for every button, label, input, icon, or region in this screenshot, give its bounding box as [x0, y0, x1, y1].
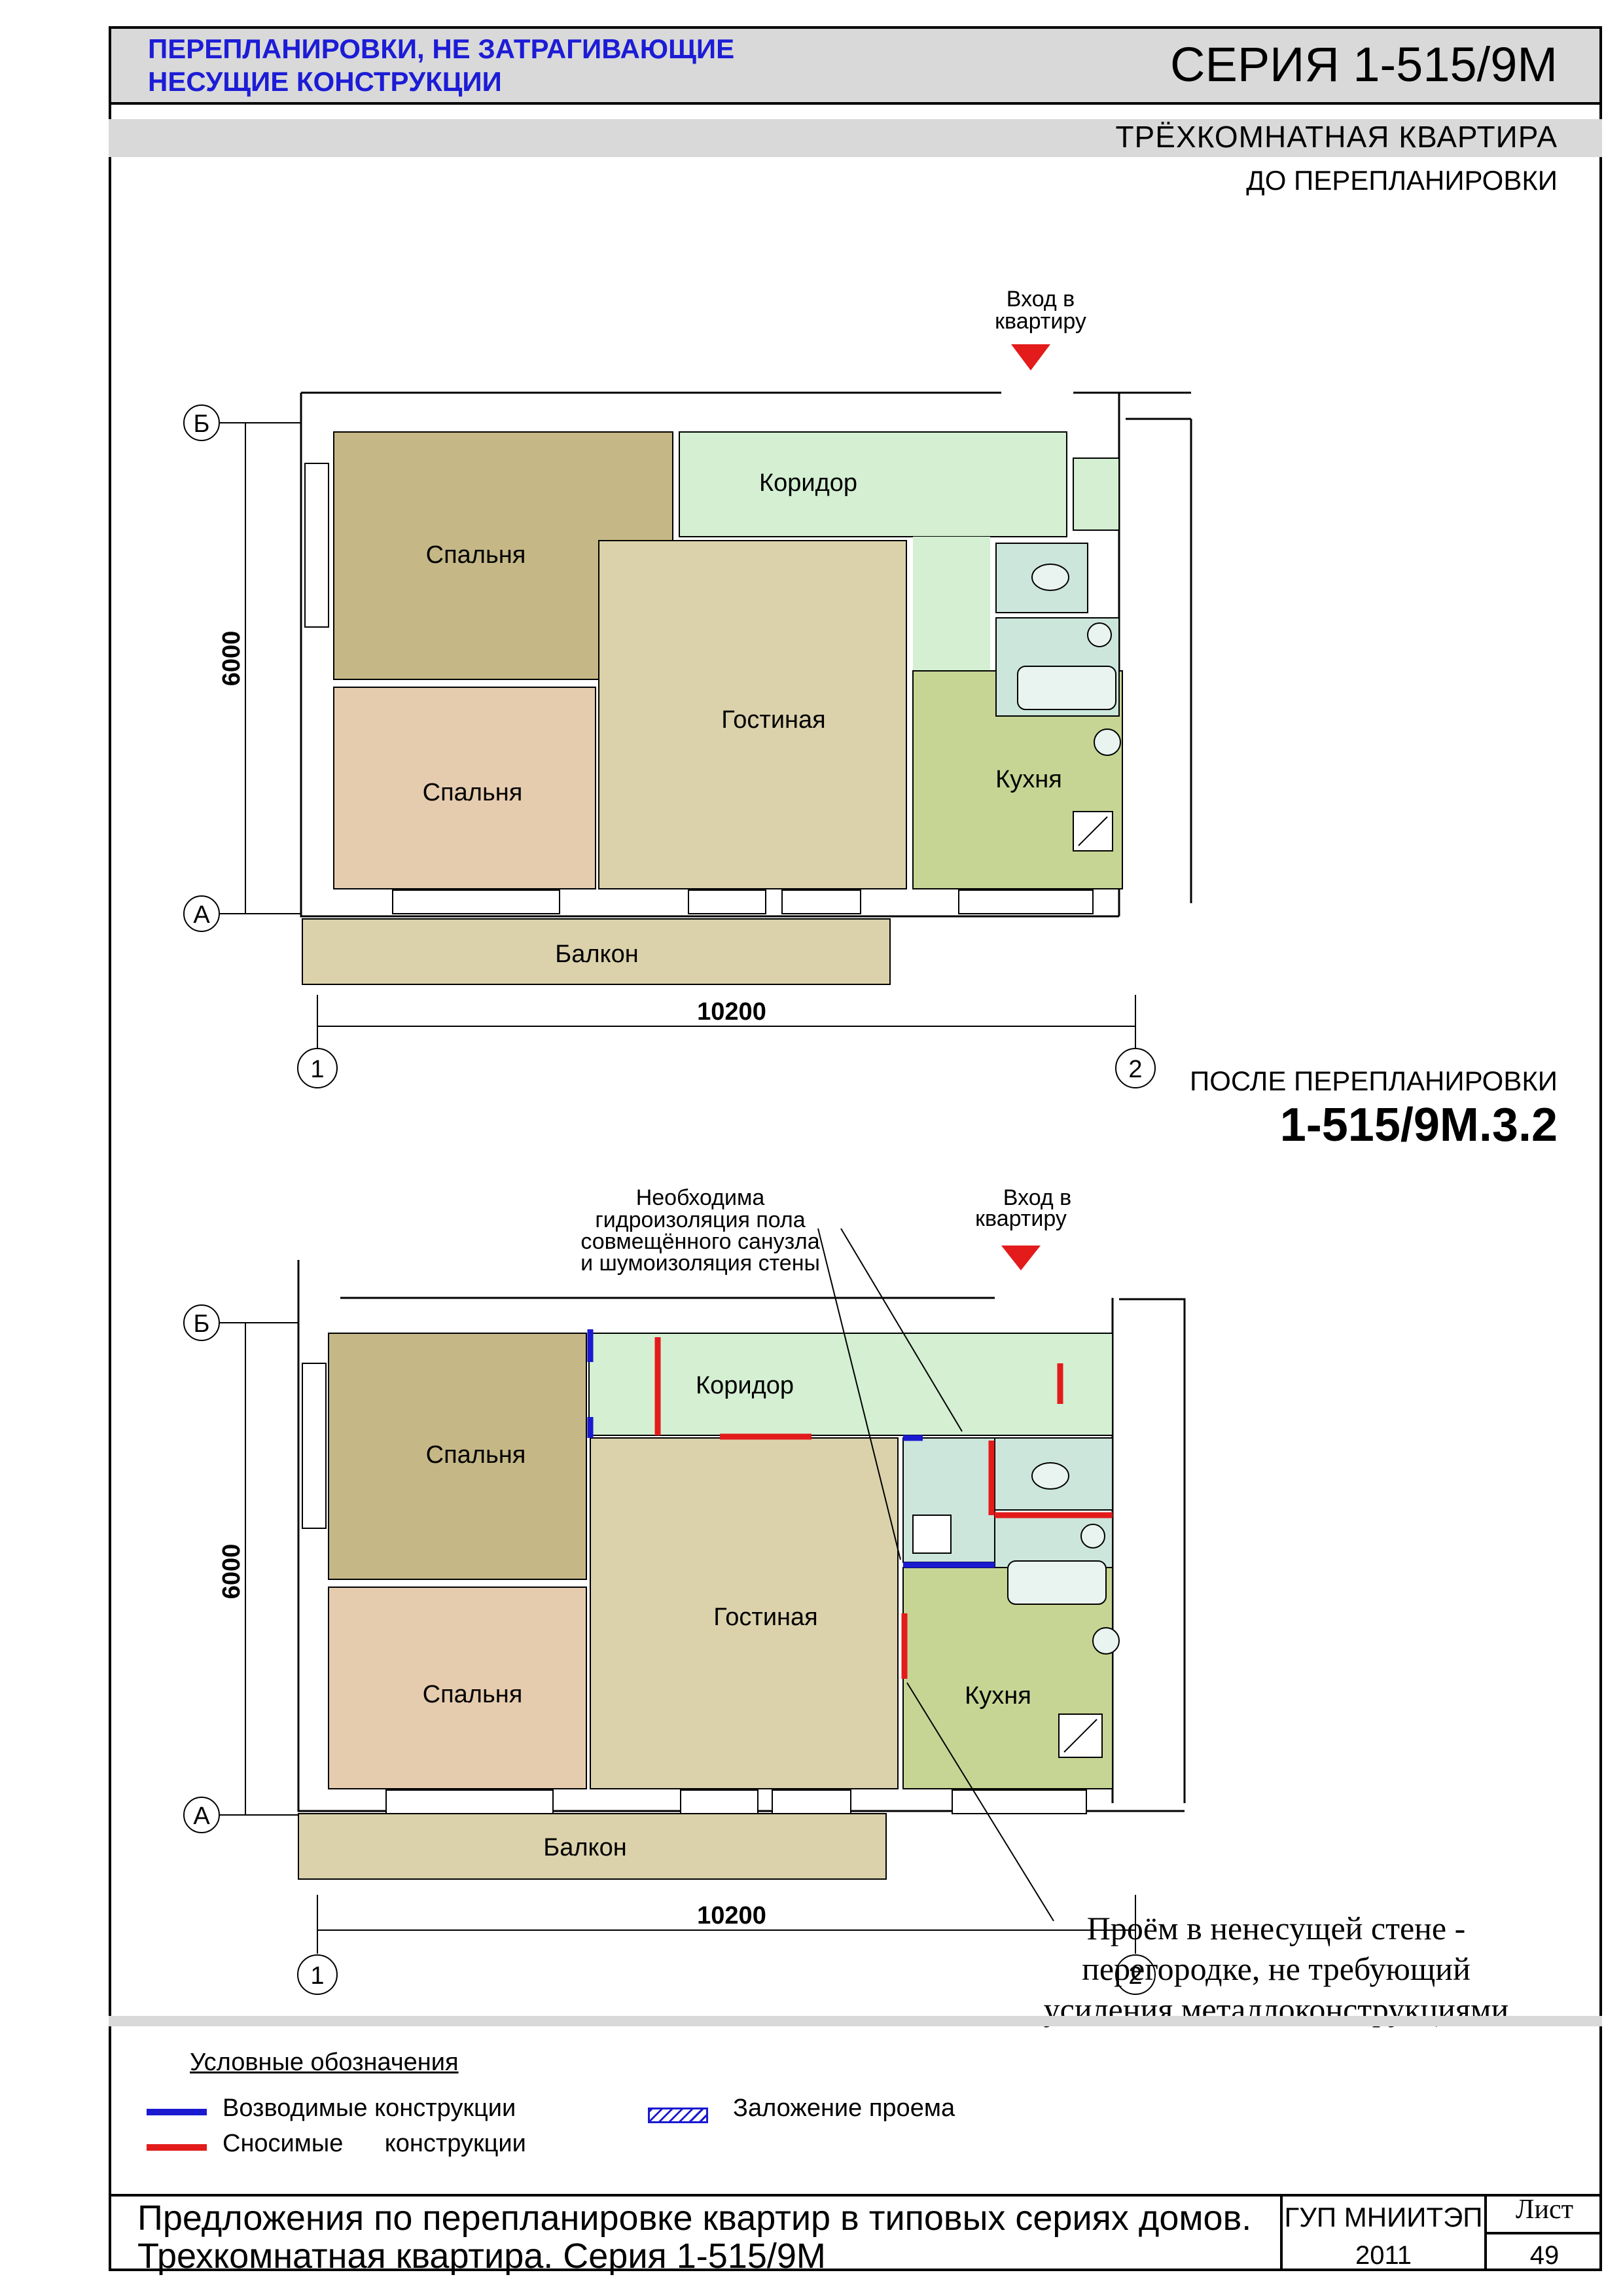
room-bedroom-2	[333, 687, 596, 889]
dim-height: 6000	[218, 631, 245, 687]
room-living	[598, 540, 907, 889]
legend-band	[109, 2016, 1602, 2026]
plan-before-axes	[219, 422, 1136, 1050]
label-living: Гостиная	[713, 1604, 818, 1631]
label-kitchen: Кухня	[965, 1682, 1031, 1710]
entrance-line-1: Вход в	[1007, 287, 1075, 312]
plan-before-labels: Спальня Спальня Коридор Гостиная Кухня Б…	[423, 469, 1062, 968]
legend-built-line	[147, 2109, 207, 2115]
opening-line-1: Проём в ненесущей стене -	[1087, 1910, 1466, 1946]
entrance-line-1: Вход в	[1003, 1185, 1071, 1210]
axis-2-label: 2	[1128, 1056, 1142, 1083]
room-balcony	[302, 918, 891, 985]
label-bedroom-1: Спальня	[426, 541, 526, 569]
plan-after: Вход в квартиру Необходима гидроизоляция…	[183, 1185, 1509, 2028]
plan-before-axis-markers	[183, 404, 1156, 1088]
label-kitchen: Кухня	[995, 766, 1062, 793]
waterproofing-line-3: совмещённого санузла	[580, 1229, 819, 1254]
after-code: 1-515/9М.3.2	[1279, 1099, 1558, 1151]
year: 2011	[1355, 2241, 1412, 2270]
apartment-band	[109, 119, 1602, 157]
plan-after-windows	[302, 1363, 1087, 1814]
label-balcony: Балкон	[555, 941, 638, 968]
label-bedroom-2: Спальня	[423, 1681, 523, 1708]
axis-1-label: 1	[310, 1962, 324, 1990]
category-title: ПЕРЕПЛАНИРОВКИ, НЕ ЗАТРАГИВАЮЩИЕ НЕСУЩИЕ…	[148, 33, 734, 98]
room-bedroom-2	[328, 1587, 587, 1789]
axis-b-label: Б	[194, 410, 210, 438]
room-living	[590, 1437, 899, 1789]
entrance-line-2: квартиру	[975, 1206, 1067, 1231]
before-label: ДО ПЕРЕПЛАНИРОВКИ	[1246, 165, 1558, 196]
waterproofing-line-2: гидроизоляция пола	[595, 1208, 805, 1232]
plan-after-entrance-label: Вход в квартиру	[975, 1185, 1071, 1231]
plan-after-axis-markers	[183, 1304, 1156, 1995]
waterproofing-note: Необходима гидроизоляция пола совмещённо…	[580, 1185, 820, 1276]
label-living: Гостиная	[721, 706, 826, 734]
sheet-label: Лист	[1516, 2195, 1573, 2225]
entrance-arrow	[1001, 1246, 1041, 1270]
footer-line-1: Предложения по перепланировке квартир в …	[137, 2198, 1252, 2238]
title-block-divider-1	[1280, 2194, 1283, 2271]
dim-width: 10200	[697, 998, 766, 1026]
plan-after-labels: Спальня Спальня Коридор Гостиная Кухня Б…	[423, 1372, 1031, 1861]
legend-filled-label: Заложение проема	[733, 2094, 955, 2122]
footer-line-2: Трехкомнатная квартира. Серия 1-515/9М	[137, 2236, 826, 2276]
dim-width: 10200	[697, 1902, 766, 1929]
label-corridor: Коридор	[759, 469, 857, 497]
series-title: СЕРИЯ 1-515/9М	[1170, 37, 1558, 92]
label-bedroom-2: Спальня	[423, 779, 523, 806]
legend-built-label: Возводимые конструкции	[223, 2094, 516, 2122]
plan-after-axis-labels: Б А 1 2	[193, 1310, 1142, 1990]
label-balcony: Балкон	[543, 1834, 626, 1861]
apartment-title: ТРЁХКОМНАТНАЯ КВАРТИРА	[1115, 120, 1558, 154]
room-corridor-hall	[913, 537, 990, 674]
opening-note: Проём в ненесущей стене - перегородке, н…	[1044, 1910, 1509, 2028]
legend-filled-swatch	[648, 2108, 708, 2123]
plan-before-entrance-label: Вход в квартиру	[995, 287, 1086, 334]
axis-a-label: А	[193, 901, 210, 929]
title-block	[109, 2194, 1602, 2274]
room-corridor	[679, 431, 1067, 537]
room-corridor-right	[1073, 457, 1120, 531]
plan-after-leaders	[817, 1228, 1054, 1922]
axis-b-label: Б	[194, 1310, 210, 1338]
removed-constructions	[654, 1337, 1113, 1679]
legend-removed-label: Сносимые конструкции	[223, 2130, 526, 2157]
plan-after-fixtures	[912, 1462, 1120, 1758]
waterproofing-line-4: и шумоизоляция стены	[580, 1251, 820, 1276]
category-line-2: НЕСУЩИЕ КОНСТРУКЦИИ	[148, 66, 502, 97]
plan-before: Вход в квартиру Спальня Спальня Коридор …	[183, 287, 1192, 1088]
room-bedroom-1	[328, 1333, 587, 1580]
legend-removed-line	[147, 2144, 207, 2151]
dim-height: 6000	[218, 1544, 245, 1600]
title-block-divider-h	[1484, 2232, 1602, 2234]
category-line-1: ПЕРЕПЛАНИРОВКИ, НЕ ЗАТРАГИВАЮЩИЕ	[148, 33, 735, 64]
room-corridor	[588, 1333, 1113, 1436]
entrance-arrow	[1011, 344, 1050, 370]
opening-line-2: перегородке, не требующий	[1082, 1950, 1471, 1987]
built-constructions	[587, 1329, 995, 1568]
organization: ГУП МНИИТЭП	[1284, 2202, 1483, 2233]
room-balcony	[298, 1813, 887, 1880]
label-bedroom-1: Спальня	[426, 1441, 526, 1469]
legend-title: Условные обозначения	[190, 2049, 459, 2076]
entrance-line-2: квартиру	[995, 309, 1086, 334]
axis-2-label: 2	[1128, 1962, 1142, 1990]
header-band	[109, 26, 1602, 105]
after-label: ПОСЛЕ ПЕРЕПЛАНИРОВКИ	[1190, 1066, 1558, 1096]
plan-after-axes	[219, 1322, 1136, 1954]
axis-1-label: 1	[310, 1056, 324, 1083]
plan-before-fixtures	[1017, 564, 1121, 852]
plan-before-axis-labels: Б А 1 2	[193, 410, 1142, 1083]
label-corridor: Коридор	[696, 1372, 794, 1399]
waterproofing-line-1: Необходима	[636, 1185, 765, 1210]
axis-a-label: А	[193, 1803, 210, 1830]
sheet-number: 49	[1529, 2241, 1560, 2270]
plan-before-windows	[304, 463, 1094, 914]
